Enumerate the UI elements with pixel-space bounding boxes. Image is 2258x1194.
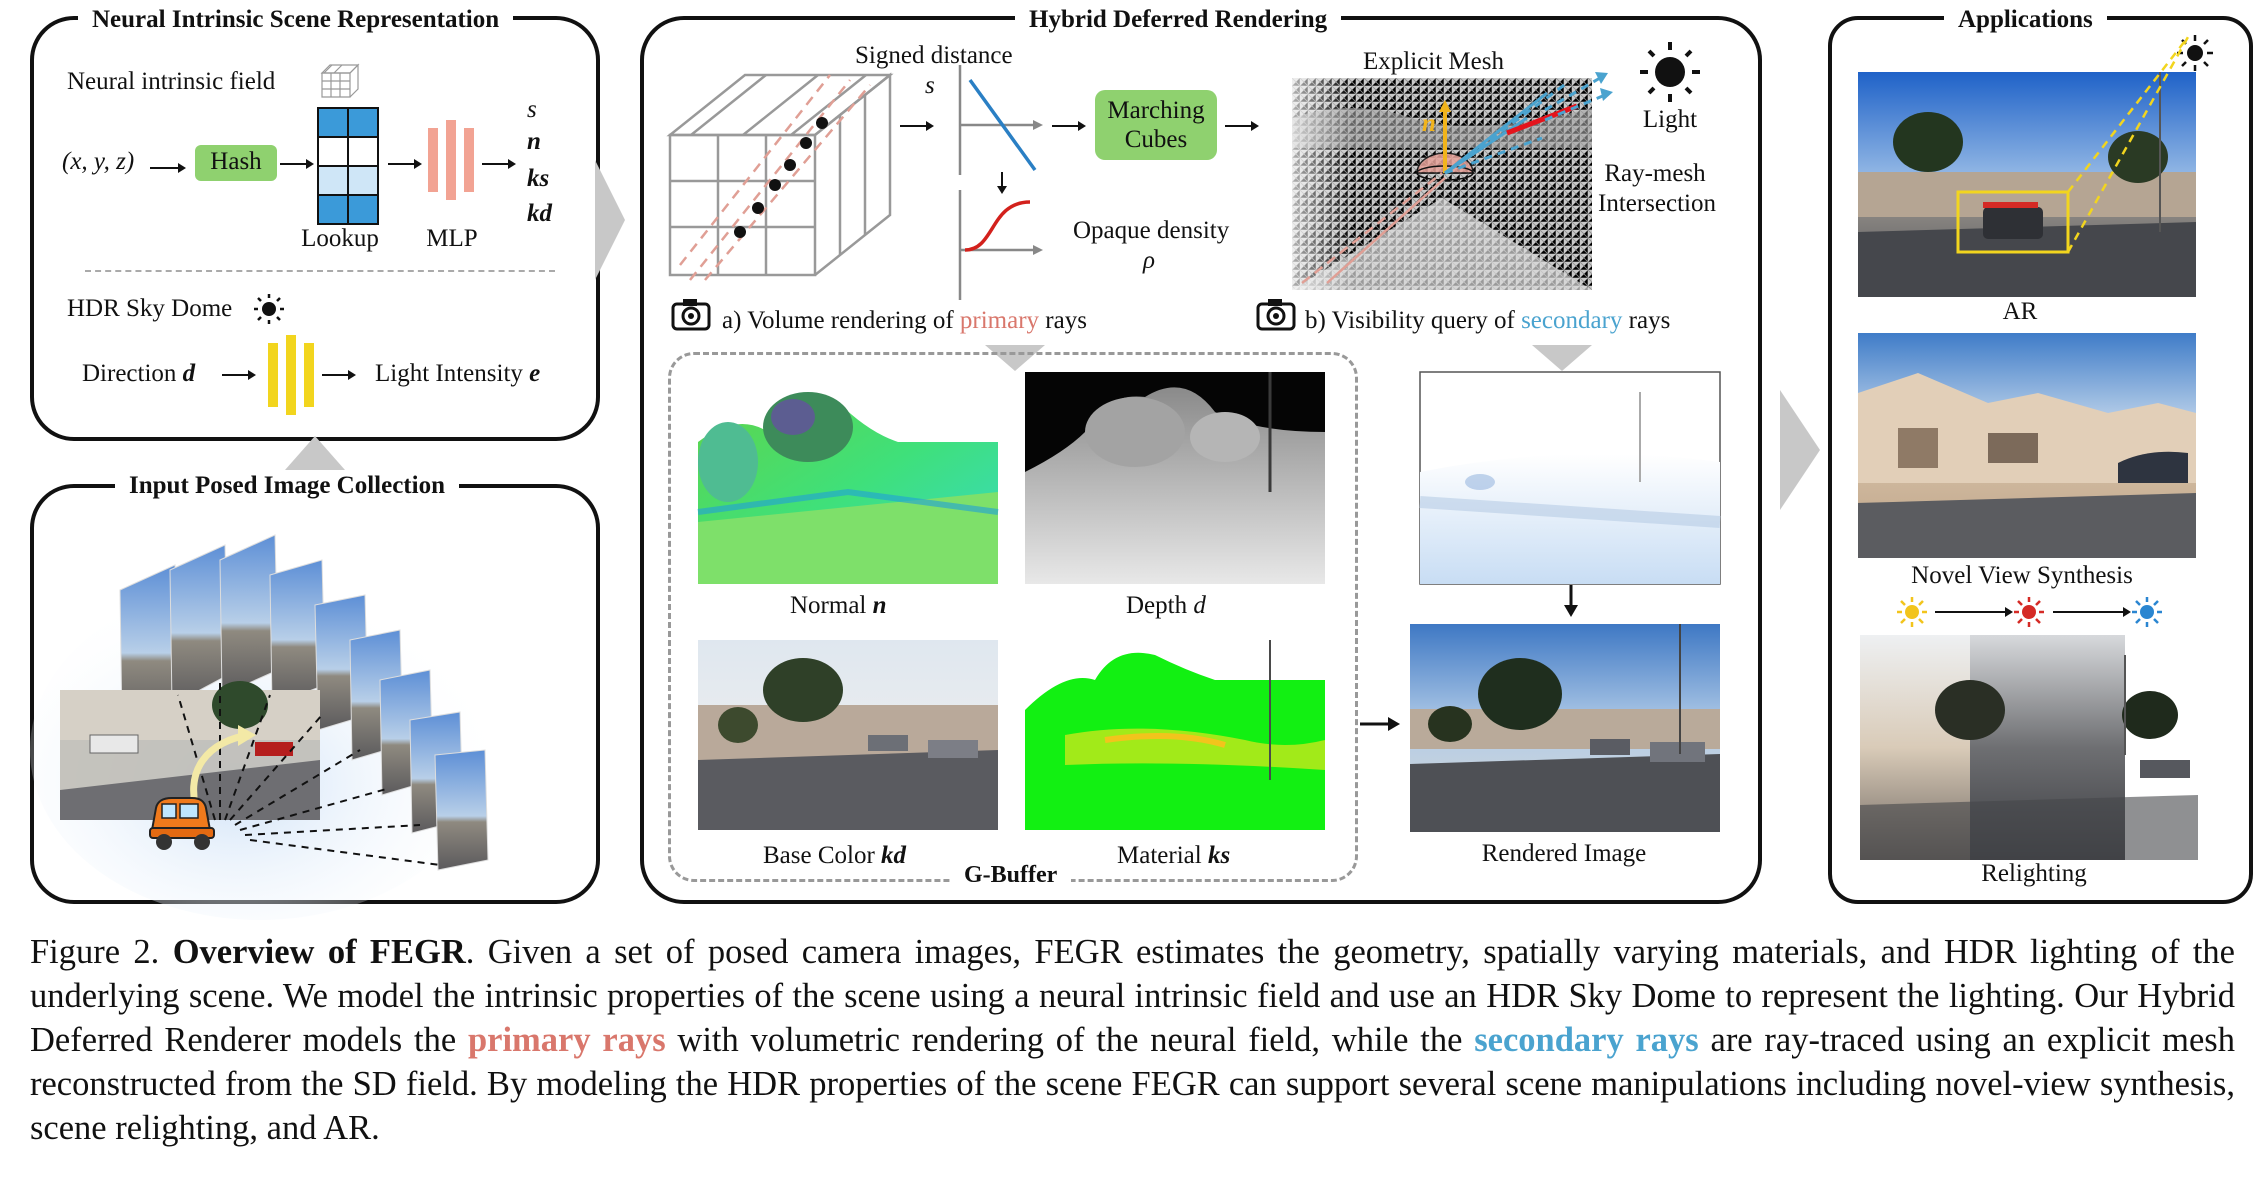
- blue-arrows-out: [1544, 72, 1613, 122]
- apps-panel-title: Applications: [1944, 6, 2107, 34]
- base-color-label: Base Color kd: [763, 842, 907, 869]
- hash-block: [195, 145, 277, 181]
- ar-label: AR: [2002, 298, 2038, 325]
- nvs-image: [1858, 333, 2196, 558]
- light-sun-icon: [1640, 42, 1700, 102]
- ray-mesh-label: Ray-mesh: [1604, 160, 1706, 187]
- ar-image: [1858, 36, 2196, 297]
- ar-sun-icon: [2177, 35, 2213, 71]
- sd-plot: [958, 65, 1043, 175]
- hybrid-panel-title: Hybrid Deferred Rendering: [1015, 6, 1342, 34]
- direction-label: Direction d: [82, 360, 196, 387]
- gbuffer-label: G-Buffer: [950, 862, 1072, 889]
- arrow-to-outputs: [482, 159, 516, 169]
- grid-cube-icon: [320, 63, 360, 98]
- mlp-icon: [428, 120, 474, 200]
- rendered-label: Rendered Image: [1481, 840, 1647, 867]
- intersection-label: Intersection: [1597, 190, 1717, 217]
- depth-image: [1025, 372, 1325, 584]
- arrow-sd-to-opaque: [997, 172, 1007, 194]
- down-arrow-black: [1564, 585, 1578, 617]
- output-n: n: [527, 128, 541, 155]
- marching-cubes-block: [1095, 90, 1217, 160]
- material-image: [1025, 640, 1325, 830]
- sky-mlp-icon: [268, 335, 314, 415]
- arrow-grid-to-sd: [900, 121, 934, 131]
- depth-label: Depth d: [1126, 592, 1206, 619]
- flow-arrow-2: [1780, 390, 1820, 510]
- flow-arrow-1: [595, 160, 625, 280]
- input-coords: (x, y, z): [62, 148, 135, 175]
- output-ks: ks: [527, 165, 550, 192]
- signed-distance-label: Signed distance: [855, 42, 1013, 69]
- light-label: Light: [1642, 106, 1698, 133]
- opaque-density-label: Opaque density: [1073, 217, 1230, 244]
- output-s: s: [527, 96, 537, 123]
- arrow-sd-to-mc: [1052, 121, 1086, 131]
- material-label: Material ks: [1117, 842, 1231, 869]
- relight-arrow-2: [2053, 607, 2131, 617]
- arrow-to-hash: [150, 163, 186, 173]
- nvs-label: Novel View Synthesis: [1911, 562, 2133, 589]
- volume-grid: [666, 72, 894, 281]
- figure-caption: Figure 2. Overview of FEGR. Given a set …: [30, 933, 2235, 1147]
- arrow-mc-to-mesh: [1225, 121, 1259, 131]
- normal-image: [697, 372, 999, 584]
- input-panel-title: Input Posed Image Collection: [115, 472, 459, 500]
- lookup-label: Lookup: [301, 225, 379, 252]
- relight-label: Relighting: [1981, 860, 2087, 887]
- light-intensity-label: Light Intensity e: [375, 360, 541, 387]
- opaque-rho: ρ: [1143, 247, 1155, 274]
- down-arrow-gray-a: [985, 345, 1045, 371]
- normal-n-on-mesh: n: [1422, 110, 1436, 137]
- right-arrow-black: [1360, 717, 1400, 731]
- base-color-image: [698, 640, 998, 830]
- arrow-to-sky-mlp: [222, 370, 256, 380]
- explicit-mesh-label: Explicit Mesh: [1363, 48, 1504, 75]
- sun-icon: [254, 294, 284, 324]
- marching-cubes-label: Marching Cubes: [1107, 97, 1205, 153]
- signed-distance-s: s: [925, 72, 935, 99]
- neural-panel: [30, 16, 600, 441]
- camera-icon-a: [671, 299, 711, 331]
- relight-sun-blue: [2132, 597, 2162, 627]
- divider: [85, 270, 555, 272]
- neural-field-label: Neural intrinsic field: [67, 68, 276, 95]
- lookup-table: [317, 107, 379, 225]
- arrow-to-mlp: [388, 159, 422, 169]
- relight-sun-yellow: [1897, 597, 1927, 627]
- visibility-image: [1419, 371, 1721, 585]
- caption-b: b) Visibility query of secondary rays: [1305, 307, 1671, 334]
- neural-panel-title: Neural Intrinsic Scene Representation: [78, 6, 514, 34]
- posed-images-illustration: [30, 534, 490, 920]
- output-kd: kd: [527, 200, 552, 227]
- relight-image: [1860, 635, 2198, 860]
- explicit-mesh-render: [1292, 78, 1592, 290]
- hash-label: Hash: [210, 148, 262, 175]
- relight-sun-red: [2014, 597, 2044, 627]
- normal-label: Normal n: [790, 592, 887, 619]
- mlp-label: MLP: [426, 225, 478, 252]
- sky-dome-label: HDR Sky Dome: [67, 295, 233, 322]
- relight-arrow-1: [1935, 607, 2013, 617]
- up-arrow-gray: [285, 436, 345, 470]
- camera-icon-b: [1256, 299, 1296, 331]
- arrow-to-lookup: [280, 159, 314, 169]
- down-arrow-gray-b: [1532, 345, 1592, 371]
- opaque-plot: [958, 190, 1043, 300]
- arrow-to-light: [322, 370, 356, 380]
- rendered-image: [1410, 624, 1720, 832]
- caption-a: a) Volume rendering of primary rays: [722, 307, 1087, 334]
